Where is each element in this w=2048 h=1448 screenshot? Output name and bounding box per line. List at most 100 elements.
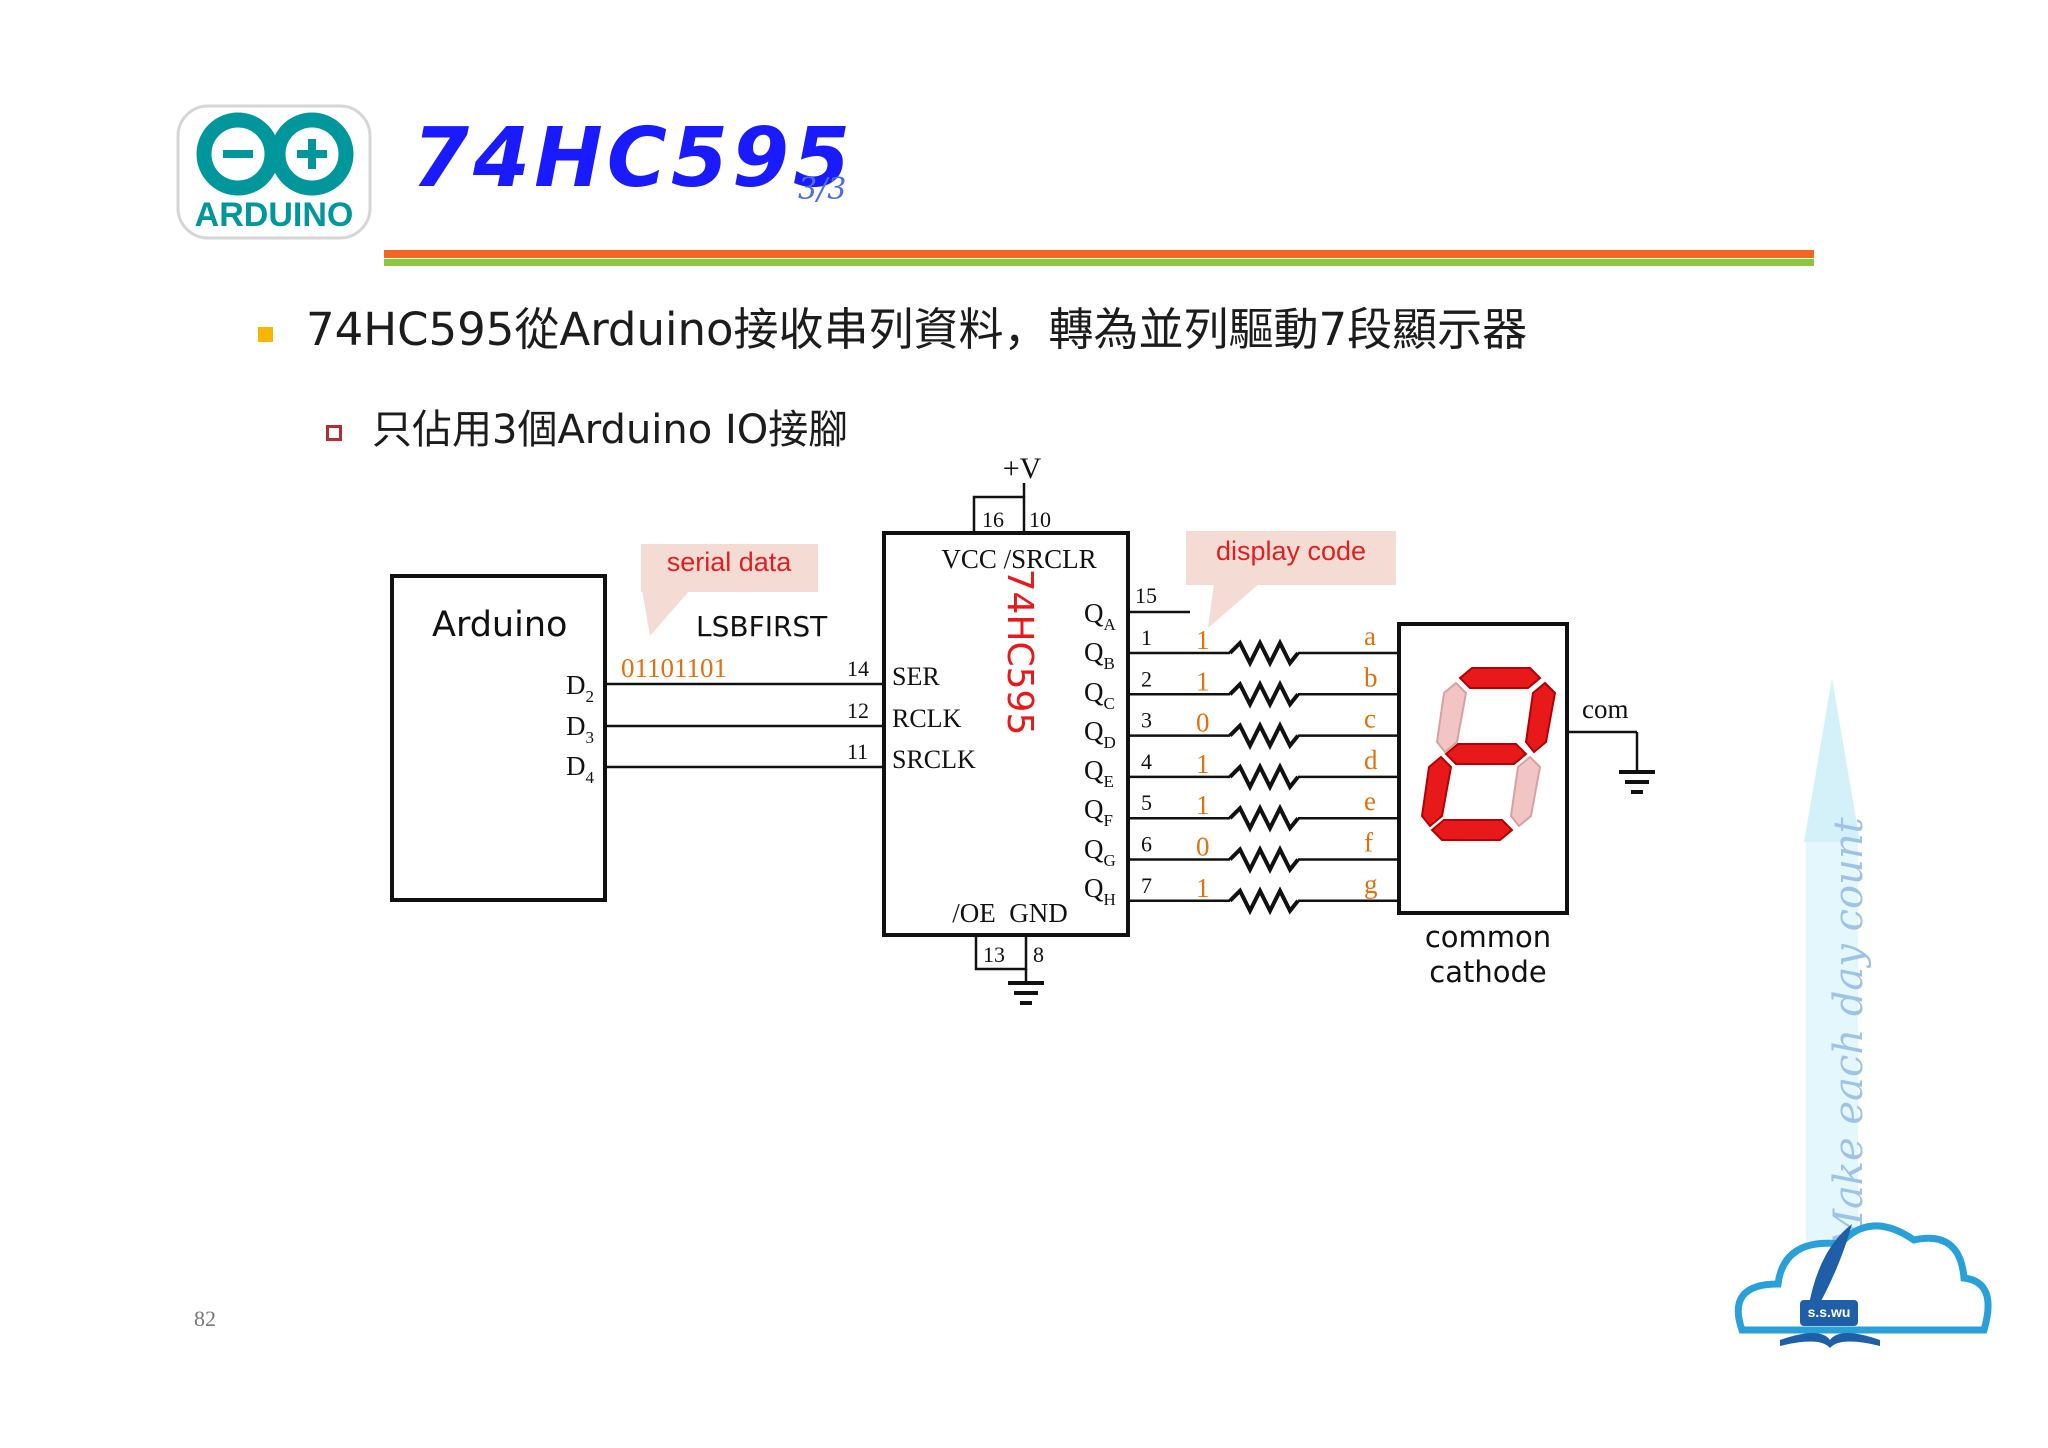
segment-f (1435, 681, 1468, 754)
display-code-callout: display code (1186, 531, 1396, 628)
page-number: 82 (194, 1306, 216, 1331)
pin-12: 12 (847, 698, 869, 723)
segment-label-e: e (1364, 786, 1376, 816)
chip-bottom-label: /OE GND (952, 898, 1068, 928)
bullet-marker (258, 327, 273, 342)
arduino-pin-d2: D2 (566, 670, 594, 706)
resistor-icon (1228, 886, 1300, 916)
segment-label-f: f (1364, 828, 1373, 858)
sub-bullet-text: 只佔用3個Arduino IO接腳 (372, 407, 849, 453)
resistor-icon (1228, 679, 1300, 709)
chip-input-rclk: 12 RCLK (847, 698, 962, 733)
arduino-logo: ARDUINO (176, 104, 372, 240)
arduino-pin-d3: D3 (566, 711, 594, 747)
quill-icon (1808, 1224, 1852, 1314)
resistor-icon (1228, 762, 1300, 792)
line-pin-7: 7 (1141, 873, 1152, 898)
output-qf: QF (1084, 794, 1113, 830)
line-pin-2: 2 (1141, 666, 1152, 691)
cloud-book-logo: s.s.wu (1734, 1222, 1992, 1348)
lsbfirst-label: LSBFIRST (696, 610, 828, 643)
svg-text:QA: QA (1084, 598, 1117, 634)
svg-text:serial data: serial data (667, 547, 793, 577)
svg-text:QC: QC (1084, 677, 1115, 713)
pin-13: 13 (983, 942, 1005, 967)
output-line-b: 2 1 b (1128, 662, 1399, 709)
com-label: com (1582, 694, 1629, 724)
output-qh: QH (1084, 873, 1116, 909)
pin-10: 10 (1029, 507, 1051, 532)
segment-d (1430, 819, 1514, 841)
output-qd: QD (1084, 716, 1116, 752)
resistor-icon (1228, 638, 1300, 668)
resistor-icon (1228, 721, 1300, 751)
line-bit-a: 1 (1196, 625, 1210, 655)
pin-8: 8 (1033, 942, 1044, 967)
svg-text:QB: QB (1084, 637, 1115, 673)
svg-text:QF: QF (1084, 794, 1113, 830)
sub-bullet-marker (326, 425, 342, 441)
page-title: 74HC595 (412, 111, 855, 206)
header-divider-green (384, 259, 1814, 266)
arduino-box (390, 574, 607, 902)
arduino-label: Arduino (432, 605, 567, 645)
header-divider-orange (384, 250, 1814, 258)
svg-text:QH: QH (1084, 873, 1116, 909)
svg-text:display code: display code (1216, 536, 1366, 566)
segment-label-g: g (1364, 869, 1378, 899)
make-each-day-count-arrow (1804, 678, 1860, 1280)
pin-11: 11 (847, 739, 868, 764)
gnd-wire (974, 935, 1028, 971)
pin-15: 15 (1135, 583, 1157, 608)
logo-text: ARDUINO (195, 196, 354, 234)
side-motto: Make each day count (1826, 816, 1872, 1251)
resistor-icon (1228, 803, 1300, 833)
svg-text:QG: QG (1084, 834, 1116, 870)
serial-data-callout: serial data (641, 544, 818, 636)
line-pin-3: 3 (1141, 708, 1152, 733)
svg-text:s.s.wu: s.s.wu (1808, 1304, 1851, 1320)
chip-name: 74HC595 (999, 569, 1040, 736)
serial-bits: 01101101 (621, 653, 727, 683)
segment-c (1509, 755, 1542, 828)
ground-icon-display (1619, 770, 1655, 794)
output-qe: QE (1084, 755, 1114, 791)
output-line-c: 3 0 c (1128, 704, 1399, 751)
line-bit-d: 1 (1196, 749, 1210, 779)
segment-label-c: c (1364, 704, 1376, 734)
chip-top-label: VCC /SRCLR (941, 544, 1096, 574)
input-label-srclk: SRCLK (892, 745, 976, 774)
output-qa: QA (1084, 598, 1117, 634)
chip-input-ser: 14 SER (847, 656, 940, 691)
output-qb: QB (1084, 637, 1115, 673)
arduino-pin-d4: D4 (566, 751, 595, 787)
segment-label-d: d (1364, 745, 1378, 775)
infinity-icon (196, 112, 354, 196)
output-qc: QC (1084, 677, 1115, 713)
line-pin-6: 6 (1141, 832, 1152, 857)
main-bullet-text: 74HC595從Arduino接收串列資料，轉為並列驅動7段顯示器 (306, 303, 1528, 356)
svg-text:QE: QE (1084, 755, 1114, 791)
line-bit-b: 1 (1196, 666, 1210, 696)
page-fraction: 3/3 (798, 172, 847, 207)
svg-text:QD: QD (1084, 716, 1116, 752)
supply-label: +V (1003, 452, 1042, 485)
pin-16: 16 (982, 507, 1004, 532)
line-bit-c: 0 (1196, 708, 1210, 738)
segment-e (1420, 755, 1453, 828)
input-label-ser: SER (892, 662, 940, 691)
segment-label-b: b (1364, 662, 1378, 692)
line-pin-5: 5 (1141, 790, 1152, 815)
line-pin-1: 1 (1141, 625, 1152, 650)
minus-icon (223, 150, 253, 158)
seven-segment-digit (1420, 667, 1557, 841)
vcc-wire (972, 495, 1026, 533)
pin-14: 14 (847, 656, 869, 681)
resistor-icon (1228, 845, 1300, 874)
